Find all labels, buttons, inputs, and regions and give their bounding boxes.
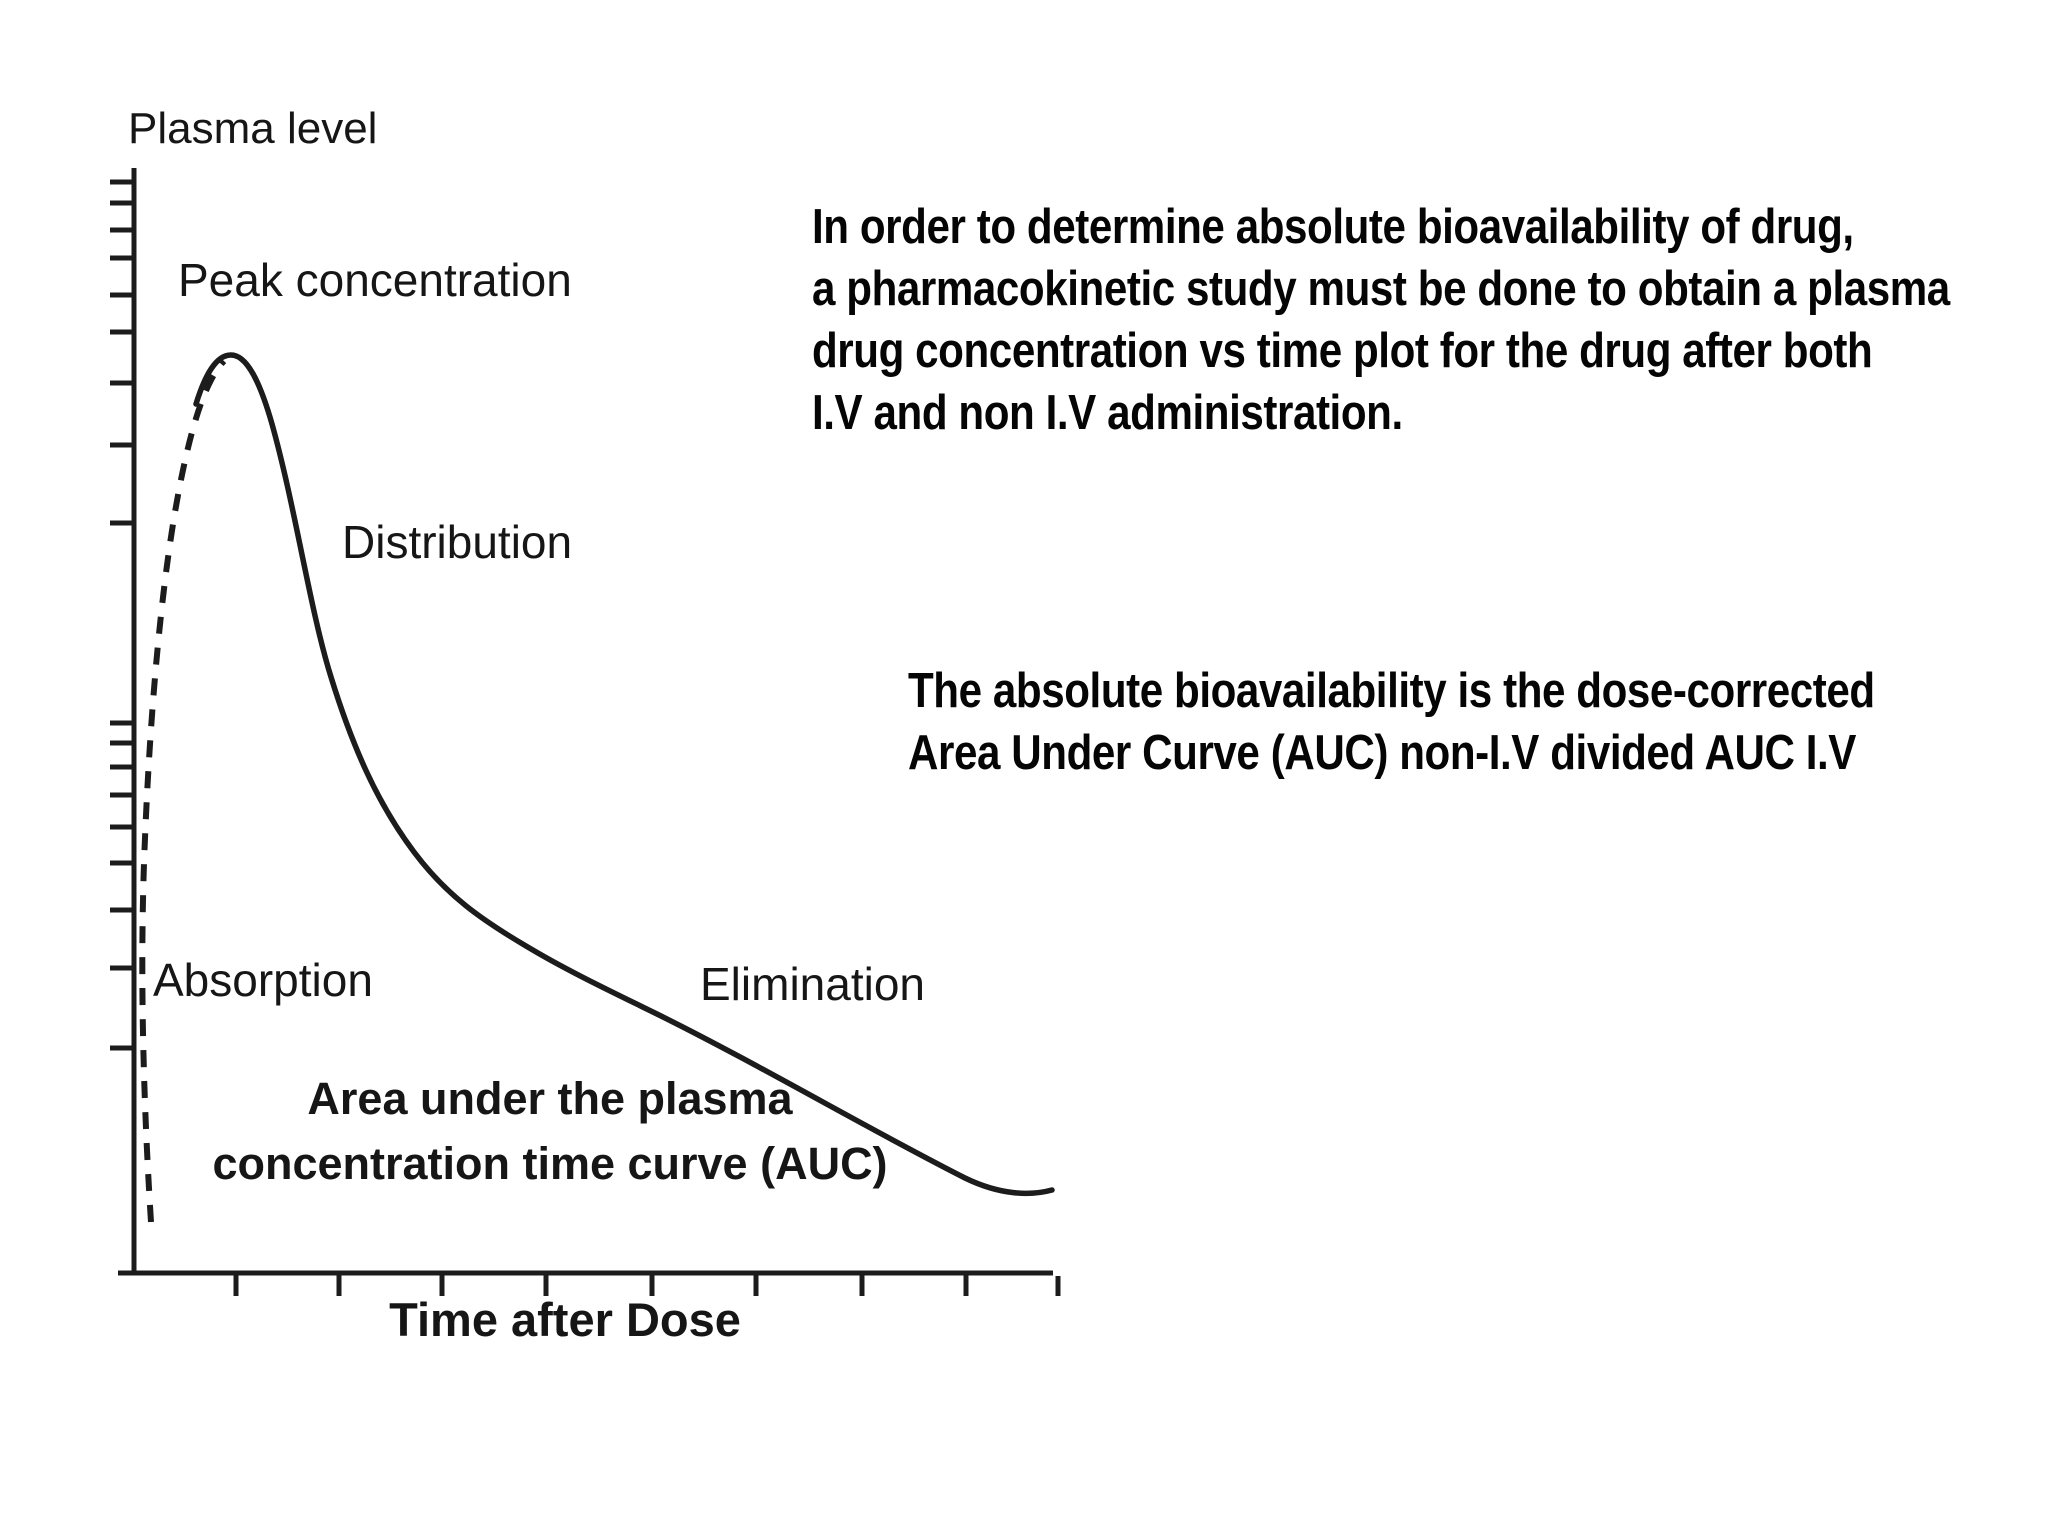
distribution-label: Distribution [342, 516, 573, 568]
paragraph2-line2: Area Under Curve (AUC) non-I.V divided A… [908, 726, 1856, 780]
bioavailability-paragraph: In order to determine absolute bioavaila… [812, 196, 1950, 444]
paragraph1-line4: I.V and non I.V administration. [812, 386, 1403, 440]
auc-label: Area under the plasma concentration time… [170, 1066, 930, 1196]
auc-definition-paragraph: The absolute bioavailability is the dose… [908, 660, 1875, 784]
peak-concentration-label: Peak concentration [178, 254, 572, 306]
paragraph1-line2: a pharmacokinetic study must be done to … [812, 262, 1950, 316]
y-axis-title: Plasma level [128, 104, 378, 153]
absorption-dashed-curve [139, 358, 227, 1223]
paragraph2-line1: The absolute bioavailability is the dose… [908, 664, 1875, 718]
x-axis-title: Time after Dose [389, 1293, 741, 1346]
paragraph1-line3: drug concentration vs time plot for the … [812, 324, 1873, 378]
elimination-label: Elimination [700, 958, 925, 1010]
auc-label-line2: concentration time curve (AUC) [212, 1138, 888, 1189]
auc-label-line1: Area under the plasma [307, 1073, 793, 1124]
plasma-concentration-curve [193, 352, 1055, 1197]
absorption-label: Absorption [153, 954, 373, 1006]
y-axis-ticks [110, 179, 134, 1051]
paragraph1-line1: In order to determine absolute bioavaila… [812, 200, 1854, 254]
x-axis-ticks [233, 1273, 1061, 1296]
